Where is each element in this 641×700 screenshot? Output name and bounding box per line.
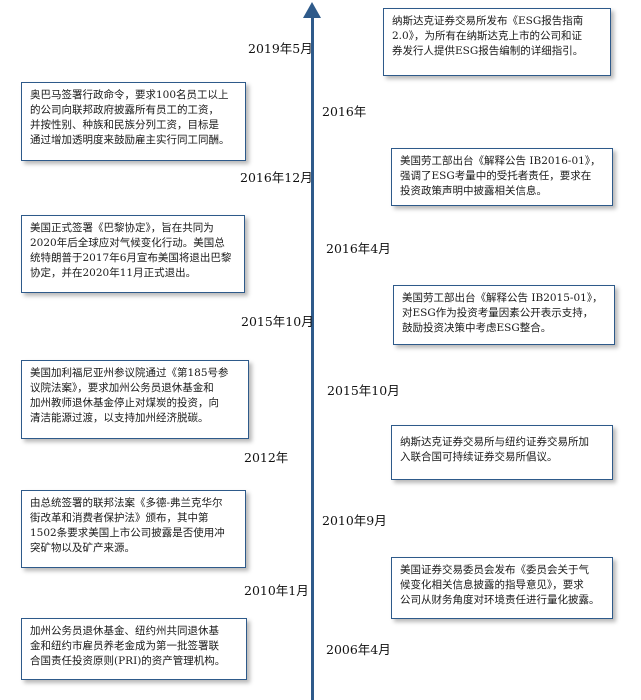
event-box: 加州公务员退休基金、纽约州共同退休基 金和纽约市雇员养老金成为第一批签署联 合国…: [21, 618, 247, 680]
timeline-axis: [311, 14, 314, 700]
event-box: 美国正式签署《巴黎协定》，旨在共同为 2020年后全球应对气候变化行动。美国总 …: [21, 215, 245, 293]
event-date: 2006年4月: [326, 642, 391, 657]
event-date: 2016年4月: [326, 241, 391, 256]
event-box: 纳斯达克证券交易所与纽约证券交易所加 入联合国可持续证券交易所倡议。: [391, 425, 613, 480]
event-box: 美国证券交易委员会发布《委员会关于气 候变化相关信息披露的指导意见》，要求 公司…: [391, 557, 613, 619]
event-box: 纳斯达克证券交易所发布《ESG报告指南 2.0》，为所有在纳斯达克上市的公司和证…: [383, 8, 611, 76]
event-date: 2015年10月: [241, 314, 314, 329]
event-date: 2012年: [244, 450, 289, 465]
event-date: 2010年1月: [244, 583, 309, 598]
event-box: 美国劳工部出台《解释公告 IB2015-01》， 对ESG作为投资考量因素公开表…: [393, 285, 615, 345]
event-box: 由总统签署的联邦法案《多德-弗兰克华尔 街改革和消费者保护法》颁布，其中第 15…: [21, 490, 246, 568]
timeline-arrow-head: [303, 2, 321, 18]
event-box: 美国劳工部出台《解释公告 IB2016-01》， 强调了ESG考量中的受托者责任…: [391, 148, 613, 206]
event-box: 奥巴马签署行政命令，要求100名员工以上 的公司向联邦政府披露所有员工的工资， …: [21, 82, 246, 161]
event-date: 2016年: [322, 104, 367, 119]
event-box: 美国加利福尼亚州参议院通过《第185号参 议院法案》，要求加州公务员退休基金和 …: [21, 360, 249, 439]
event-date: 2016年12月: [240, 170, 313, 185]
event-date: 2019年5月: [248, 41, 313, 56]
event-date: 2010年9月: [322, 513, 387, 528]
event-date: 2015年10月: [327, 383, 400, 398]
